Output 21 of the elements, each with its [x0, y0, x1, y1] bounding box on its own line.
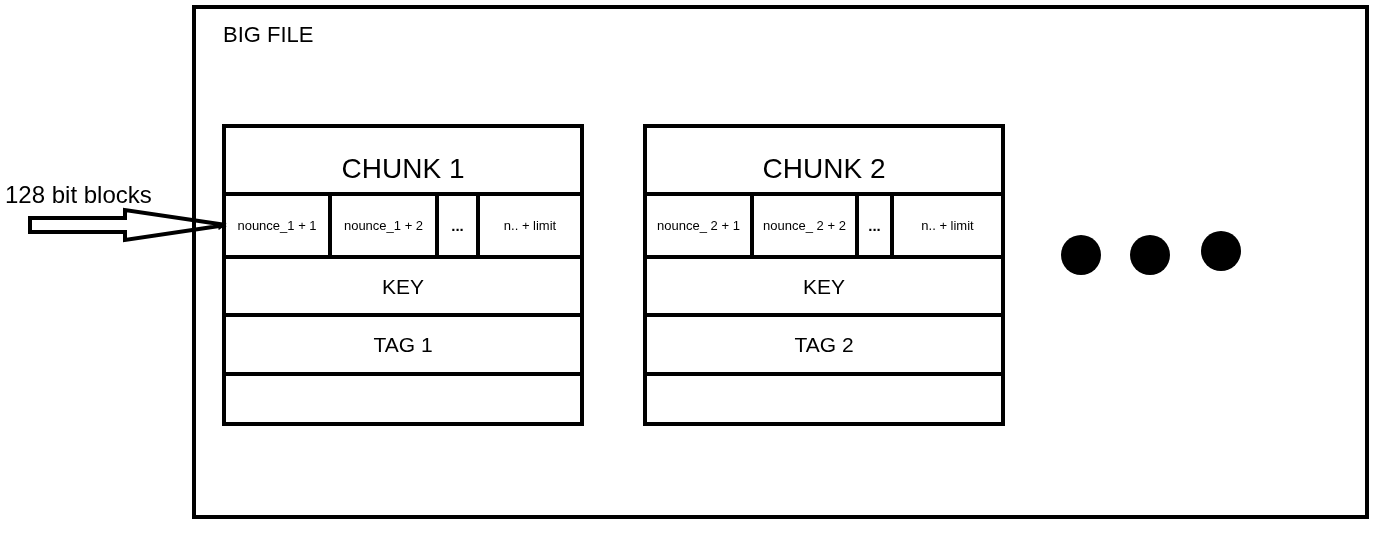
file-title: BIG FILE: [223, 24, 314, 46]
key-row: KEY: [647, 255, 1001, 313]
block-cell: nounce_1 + 2: [328, 192, 435, 255]
block-cell: nounce_ 2 + 2: [750, 192, 855, 255]
dot-icon: [1201, 231, 1241, 271]
key-row: KEY: [226, 255, 580, 313]
ellipsis-cell: ...: [435, 192, 476, 255]
chunk-box: [222, 124, 584, 426]
block-cell: nounce_ 2 + 1: [647, 192, 750, 255]
dot-icon: [1061, 235, 1101, 275]
tag-row: TAG 2: [647, 313, 1001, 372]
chunk-title: CHUNK 2: [762, 155, 886, 183]
block-cell: nounce_1 + 1: [226, 192, 328, 255]
chunk-title: CHUNK 1: [341, 155, 465, 183]
chunk-box: [643, 124, 1005, 426]
ellipsis-cell: ...: [855, 192, 890, 255]
file-box: [192, 5, 1369, 519]
block-cell: n.. + limit: [890, 192, 1001, 255]
block-cell: n.. + limit: [476, 192, 580, 255]
dot-icon: [1130, 235, 1170, 275]
tag-row: TAG 1: [226, 313, 580, 372]
